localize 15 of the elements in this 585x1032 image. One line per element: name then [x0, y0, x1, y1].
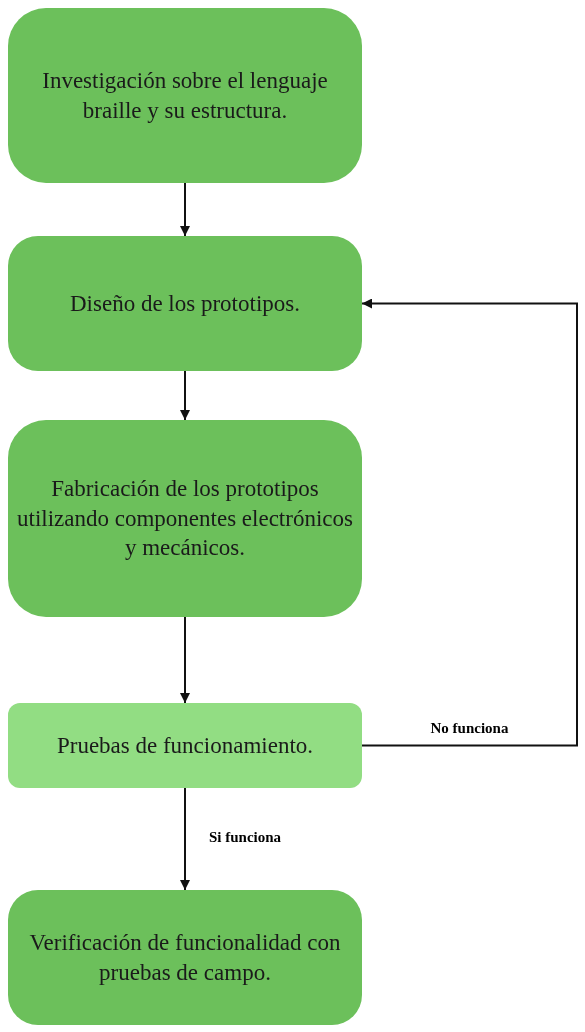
process-box — [8, 8, 362, 183]
process-box — [8, 703, 362, 788]
arrow — [180, 182, 190, 237]
box-text: Fabricación de los prototipos utilizando componentes electrónicos y mecánicos. — [16, 474, 354, 563]
process-box — [8, 890, 362, 1025]
box-text: Investigación sobre el lenguaje braille y su estructura. — [41, 66, 329, 125]
box-text: Pruebas de funcionamiento. — [56, 731, 314, 760]
box-text: Verificación de funcionalidad con pruebas de campo. — [28, 928, 342, 987]
box-text: Diseño de los prototipos. — [70, 289, 300, 318]
process-box — [8, 420, 362, 617]
arrow — [180, 787, 190, 891]
arrow — [180, 616, 190, 704]
arrow — [180, 370, 190, 421]
process-box — [8, 236, 362, 371]
arrow — [361, 298, 578, 747]
